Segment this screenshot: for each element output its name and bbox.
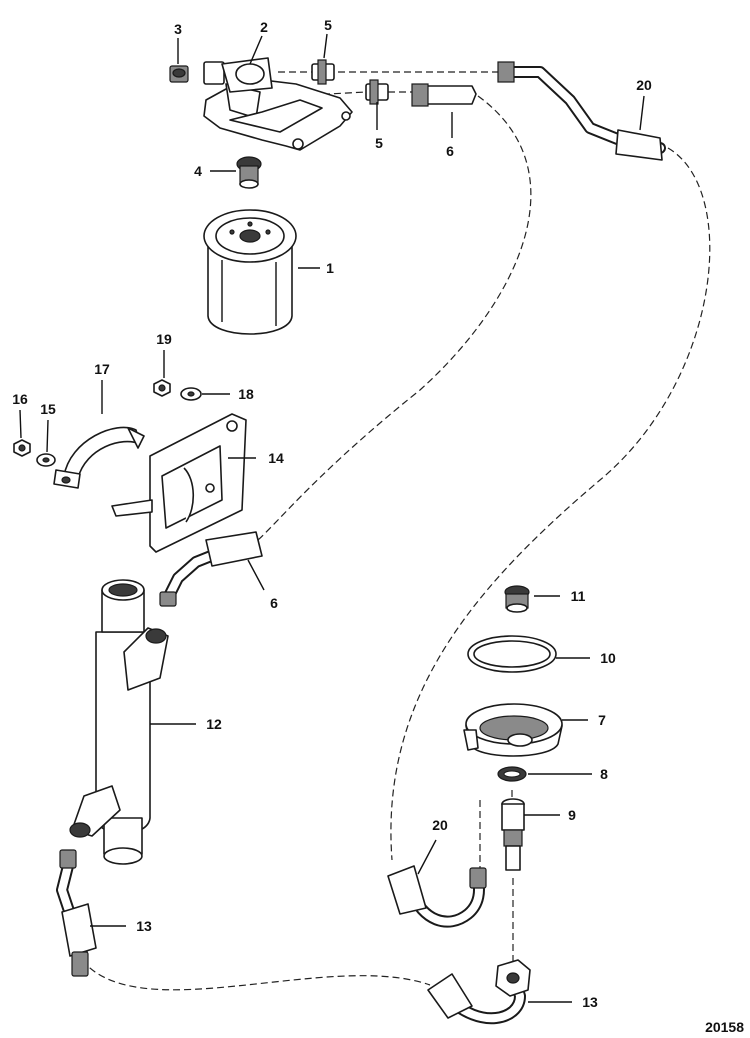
- hose-13-left: [56, 849, 97, 977]
- washer-15: [36, 453, 56, 467]
- washer-18: [180, 387, 202, 401]
- callout-18: 18: [238, 386, 254, 402]
- callout-labels: 3 2 5 5 6 20 4 1 19 18 16 15 17 14 6 12 …: [12, 17, 744, 1035]
- callout-7: 7: [598, 712, 606, 728]
- bracket-14: [111, 413, 247, 553]
- callout-5-upper: 5: [324, 17, 332, 33]
- bowl-7: [463, 703, 563, 757]
- hose-20-lower: [387, 865, 487, 928]
- callout-12: 12: [206, 716, 222, 732]
- callout-11: 11: [571, 588, 586, 604]
- callout-6-upper: 6: [446, 143, 454, 159]
- callout-14: 14: [268, 450, 284, 466]
- callout-15: 15: [40, 401, 56, 417]
- document-number: 20158: [705, 1019, 744, 1035]
- hose-13-right: [427, 959, 531, 1025]
- callout-10: 10: [600, 650, 616, 666]
- callout-6-lower: 6: [270, 595, 278, 611]
- callout-8: 8: [600, 766, 608, 782]
- leader-lines: [19, 33, 645, 1003]
- fitting-5-upper: [311, 59, 335, 85]
- hose-20-upper: [497, 61, 666, 161]
- callout-3: 3: [174, 21, 182, 37]
- fitting-9: [501, 798, 525, 871]
- fuel-filter-canister: [203, 209, 297, 335]
- callout-20-lower: 20: [432, 817, 448, 833]
- callout-5-lower: 5: [375, 135, 383, 151]
- callout-2: 2: [260, 19, 268, 35]
- callout-1: 1: [326, 260, 334, 276]
- nut-16: [13, 439, 31, 457]
- fuel-cooler-12: [69, 579, 169, 865]
- fitting-5-lower: [365, 79, 389, 105]
- callout-9: 9: [568, 807, 576, 823]
- callout-19: 19: [156, 331, 172, 347]
- plug-11: [504, 585, 530, 613]
- callout-16: 16: [12, 391, 28, 407]
- callout-13-right: 13: [582, 994, 598, 1010]
- o-ring-8: [497, 766, 527, 782]
- callout-20-upper: 20: [636, 77, 652, 93]
- hose-6-upper: [411, 83, 477, 107]
- callout-4: 4: [194, 163, 202, 179]
- seal-ring-10: [467, 635, 557, 673]
- hose-6-lower: [159, 531, 263, 607]
- callout-13-left: 13: [136, 918, 152, 934]
- adapter-4: [236, 156, 262, 189]
- filter-head: [203, 57, 353, 151]
- callout-17: 17: [94, 361, 110, 377]
- plug-3: [169, 65, 189, 83]
- clamp-17: [53, 426, 145, 489]
- nut-19: [153, 379, 171, 397]
